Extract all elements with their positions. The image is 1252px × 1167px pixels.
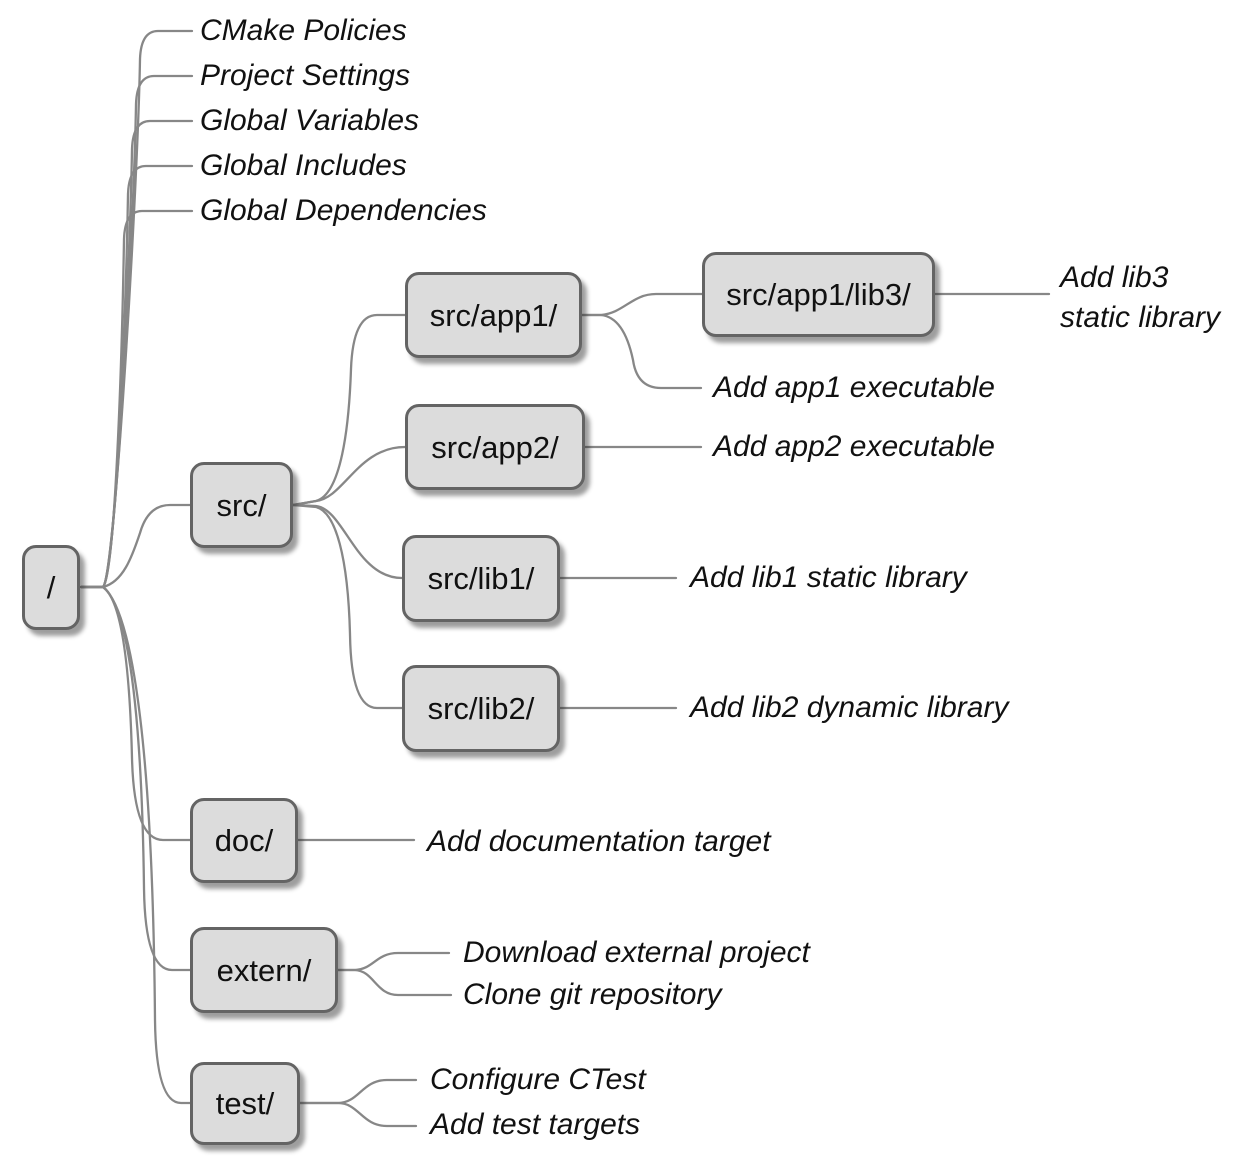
edge-root-extern: [79, 585, 192, 972]
edge-root-test: [79, 585, 192, 1105]
node-src: src/: [190, 462, 293, 548]
edge-root-global-includes: [79, 164, 194, 589]
node-src-lib1: src/lib1/: [402, 535, 560, 622]
node-root: /: [22, 545, 80, 630]
node-test: test/: [190, 1062, 300, 1145]
note-download-external: Download external project: [463, 936, 810, 969]
note-global-includes: Global Includes: [200, 149, 407, 182]
edge-root-src: [79, 503, 192, 589]
note-add-lib1: Add lib1 static library: [690, 561, 967, 594]
edge-src-app1: [291, 313, 407, 507]
note-global-variables: Global Variables: [200, 104, 420, 137]
node-src-lib2: src/lib2/: [402, 665, 560, 752]
note-add-app2: Add app2 executable: [713, 430, 995, 463]
node-src-app1: src/app1/: [405, 272, 582, 358]
note-global-dependencies: Global Dependencies: [200, 194, 487, 227]
edge-test-targets: [298, 1101, 418, 1128]
edge-root-global-variables: [79, 119, 194, 589]
note-add-app1: Add app1 executable: [713, 371, 995, 404]
edge-root-global-dependencies: [79, 209, 194, 589]
note-cmake-policies: CMake Policies: [200, 14, 407, 47]
node-doc: doc/: [190, 798, 298, 883]
note-add-test: Add test targets: [430, 1108, 641, 1141]
note-add-lib2: Add lib2 dynamic library: [690, 691, 1009, 724]
note-clone-git: Clone git repository: [463, 978, 722, 1011]
node-src-app1-lib3: src/app1/lib3/: [702, 252, 935, 337]
node-src-app2: src/app2/: [405, 404, 585, 490]
note-add-doc: Add documentation target: [427, 825, 771, 858]
edge-src-app2: [291, 445, 407, 507]
edge-src-lib1: [291, 503, 404, 580]
edge-app1-add-app1: [580, 313, 703, 390]
edge-extern-download: [336, 951, 451, 972]
edge-test-configure: [298, 1078, 418, 1105]
note-project-settings: Project Settings: [200, 59, 411, 92]
node-extern: extern/: [190, 927, 338, 1013]
edge-app1-lib3: [580, 292, 704, 317]
edge-extern-clone: [336, 968, 453, 997]
note-add-lib3: Add lib3 static library: [1060, 261, 1221, 334]
edge-src-lib2: [291, 503, 404, 710]
note-configure-ctest: Configure CTest: [430, 1063, 646, 1096]
